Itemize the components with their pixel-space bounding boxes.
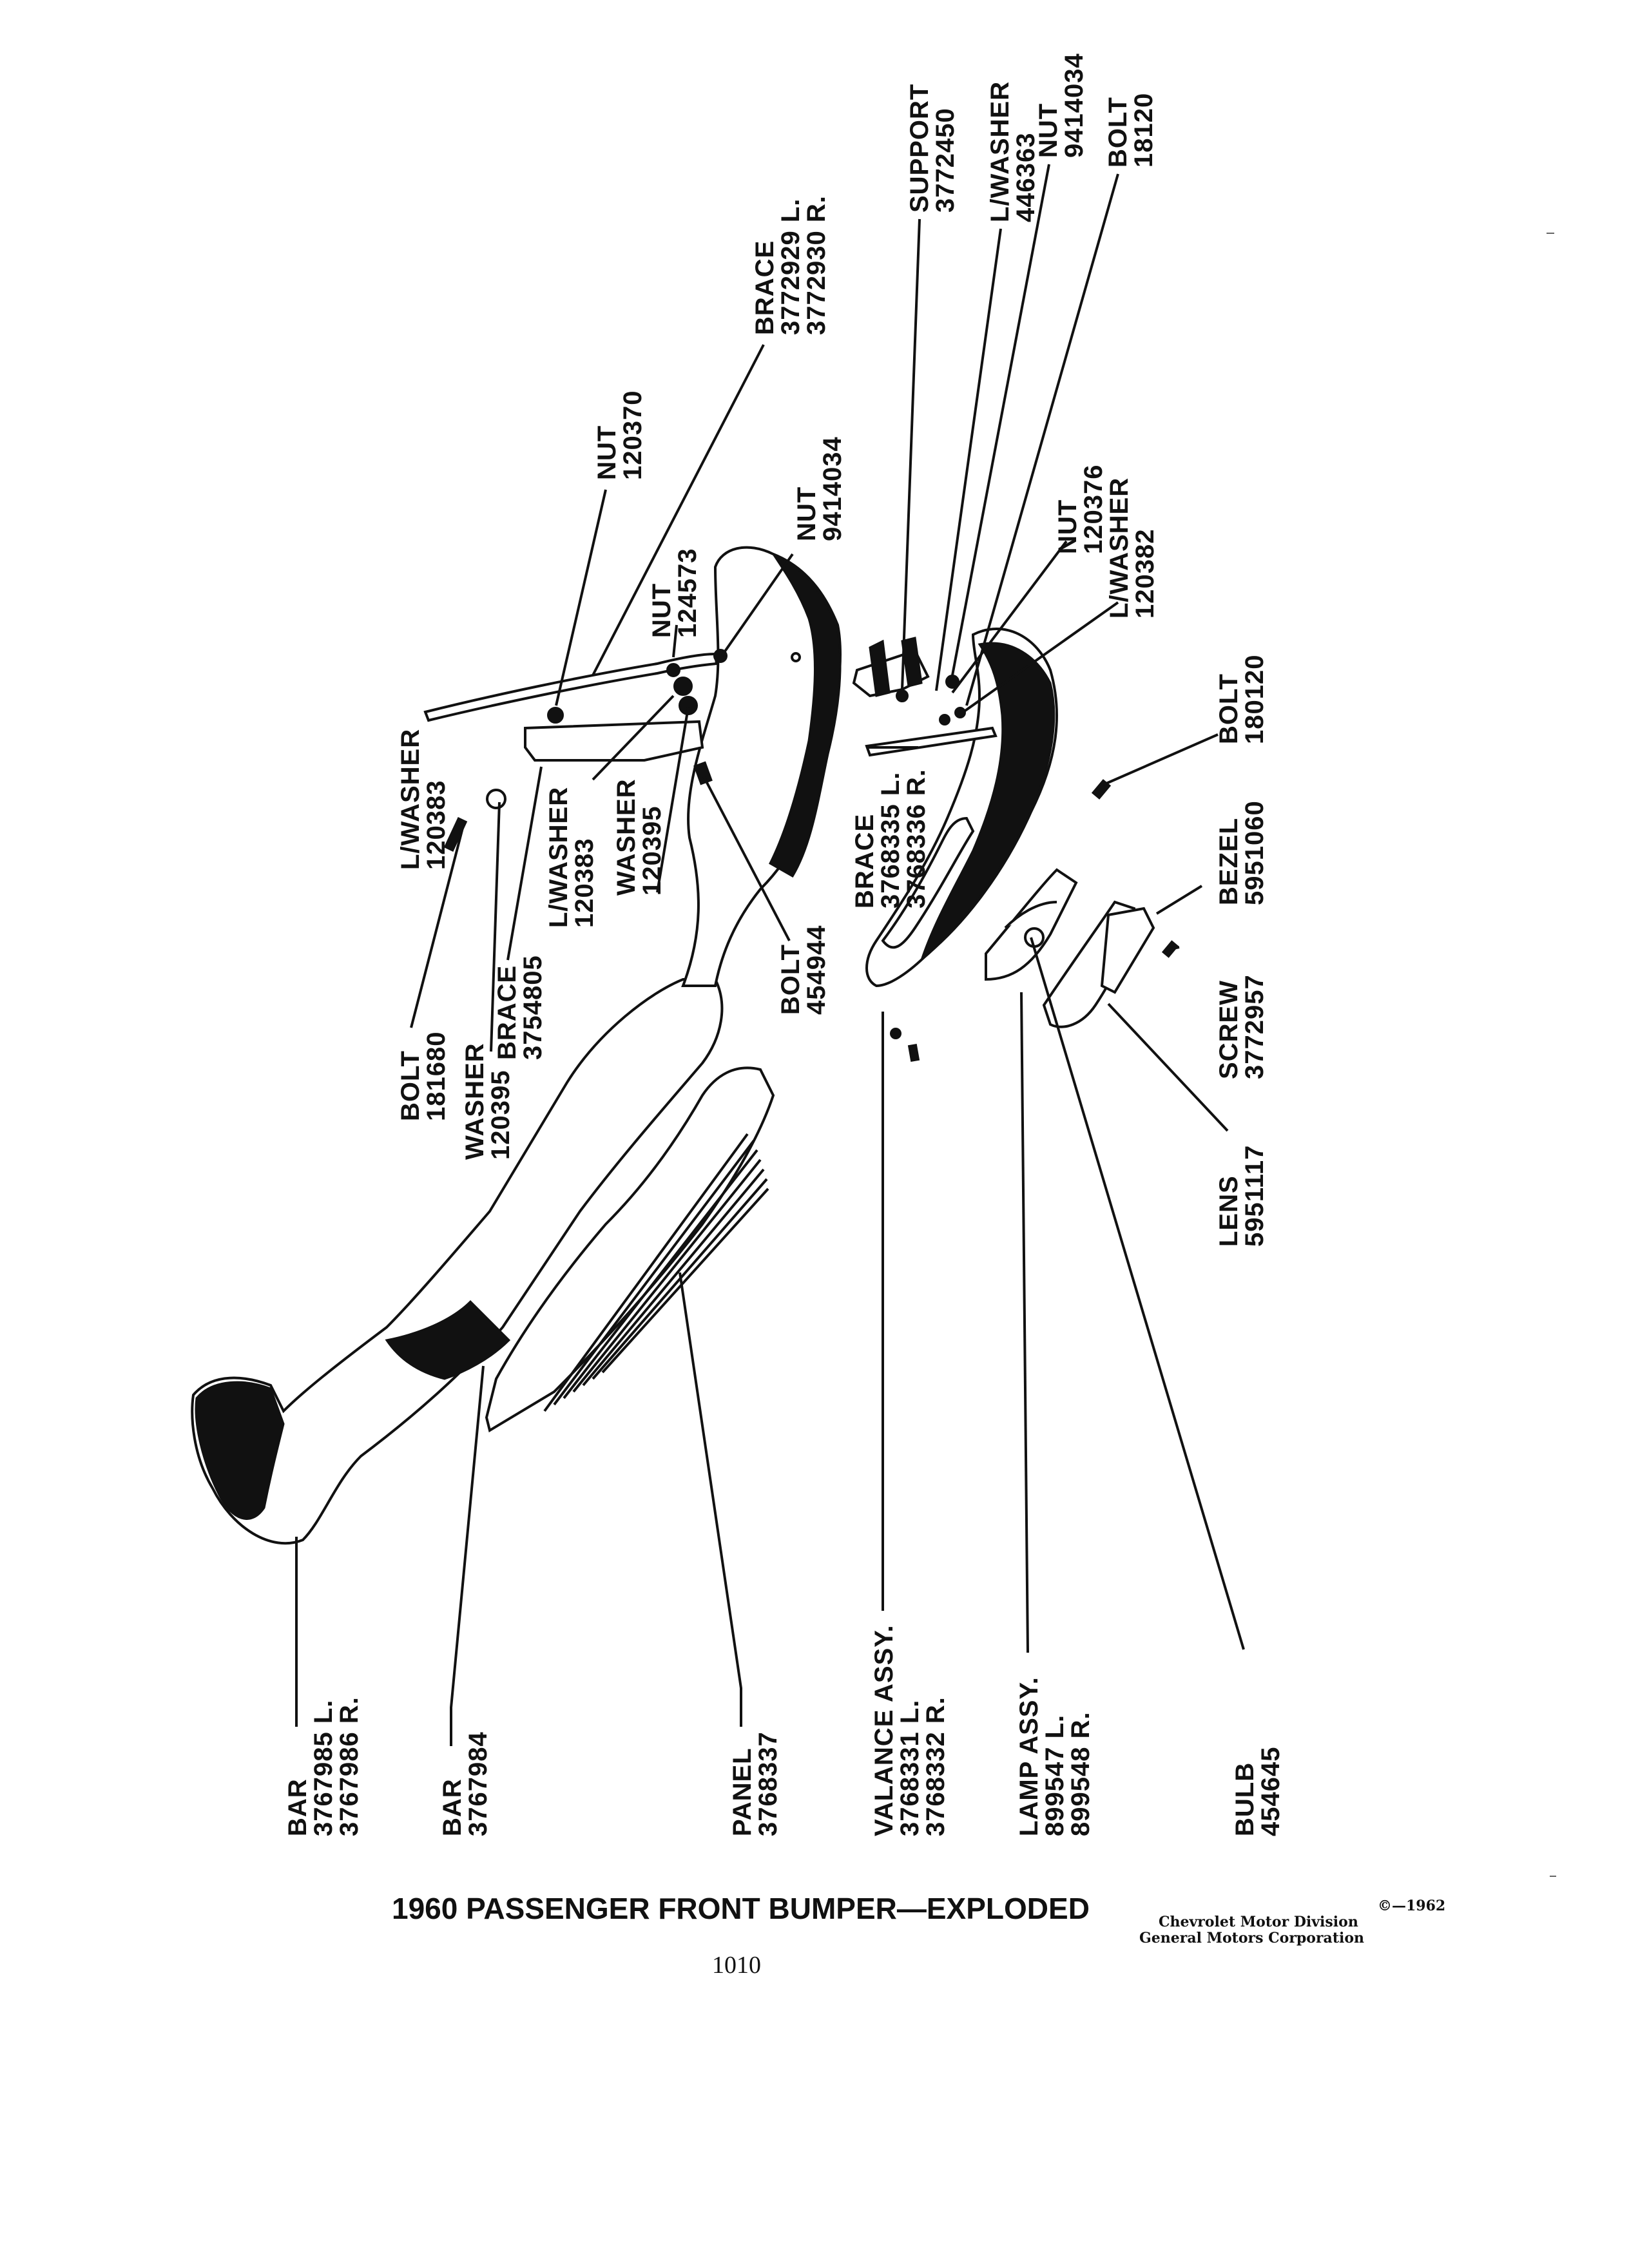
label-washer-120395-left: WASHER120395 bbox=[461, 1043, 515, 1160]
label-nut-120370: NUT120370 bbox=[593, 390, 647, 480]
label-washer-120395-mid: WASHER120395 bbox=[612, 778, 666, 896]
label-nut-9414034-top: NUT9414034 bbox=[1034, 53, 1088, 158]
valance-assembly bbox=[865, 628, 1058, 988]
brace-3772929 bbox=[423, 652, 718, 722]
lamp-assembly bbox=[985, 868, 1078, 981]
label-lamp: LAMP ASSY.899547 L.899548 R. bbox=[1015, 1677, 1095, 1836]
credit-line-1: ©—1962 bbox=[1378, 1898, 1445, 1914]
bezel-5951060 bbox=[1100, 907, 1155, 994]
label-lwasher-446363: L/WASHER446363 bbox=[986, 81, 1040, 222]
callout-labels: BAR3767985 L.3767986 R. BAR3767984 PANEL… bbox=[284, 53, 1285, 1836]
label-bar-end: BAR3767985 L.3767986 R. bbox=[284, 1696, 363, 1836]
page-number: 1010 bbox=[712, 1952, 761, 1979]
label-lwasher-120382: L/WASHER120382 bbox=[1105, 477, 1159, 619]
label-panel: PANEL3768337 bbox=[728, 1731, 782, 1836]
label-brace-3768335: BRACE3768335 L.3768336 R. bbox=[851, 769, 930, 908]
label-nut-124573: NUT124573 bbox=[648, 548, 702, 638]
label-bolt-181680: BOLT181680 bbox=[396, 1032, 450, 1121]
bumper-bar-end bbox=[191, 978, 724, 1545]
label-support: SUPPORT3772450 bbox=[905, 84, 959, 213]
copyright-credit: ©—1962 Chevrolet Motor Division General … bbox=[1139, 1898, 1445, 1946]
label-bar-center: BAR3767984 bbox=[438, 1731, 492, 1836]
hardware-cluster-center bbox=[443, 649, 728, 852]
support-3772450 bbox=[852, 637, 930, 698]
label-bolt-18120: BOLT18120 bbox=[1104, 93, 1158, 168]
label-bolt-454944: BOLT454944 bbox=[776, 925, 831, 1015]
label-bezel: BEZEL5951060 bbox=[1215, 800, 1269, 905]
label-brace-3772929: BRACE3772929 L.3772930 R. bbox=[751, 195, 831, 335]
brace-3754805 bbox=[524, 720, 704, 762]
label-nut-120376: NUT120376 bbox=[1054, 465, 1108, 554]
label-bulb: BULB454645 bbox=[1231, 1747, 1285, 1836]
label-lwasher-120383-mid: L/WASHER120383 bbox=[545, 787, 599, 928]
credit-line-2: Chevrolet Motor Division bbox=[1159, 1914, 1358, 1930]
label-bolt-180120: BOLT180120 bbox=[1215, 655, 1269, 744]
leader-lines bbox=[295, 164, 1245, 1746]
credit-line-3: General Motors Corporation bbox=[1139, 1930, 1364, 1946]
label-lwasher-120383-left: L/WASHER120383 bbox=[396, 729, 450, 870]
label-lens: LENS5951117 bbox=[1215, 1145, 1269, 1247]
label-brace-3754805: BRACE3754805 bbox=[493, 955, 547, 1060]
bumper-panel bbox=[485, 1066, 775, 1433]
label-valance: VALANCE ASSY.3768331 L.3768332 R. bbox=[870, 1624, 950, 1836]
label-screw: SCREW3772957 bbox=[1215, 974, 1269, 1079]
diagram-title: 1960 PASSENGER FRONT BUMPER—EXPLODED bbox=[392, 1892, 1090, 1925]
label-nut-9414034-center: NUT9414034 bbox=[793, 436, 847, 541]
